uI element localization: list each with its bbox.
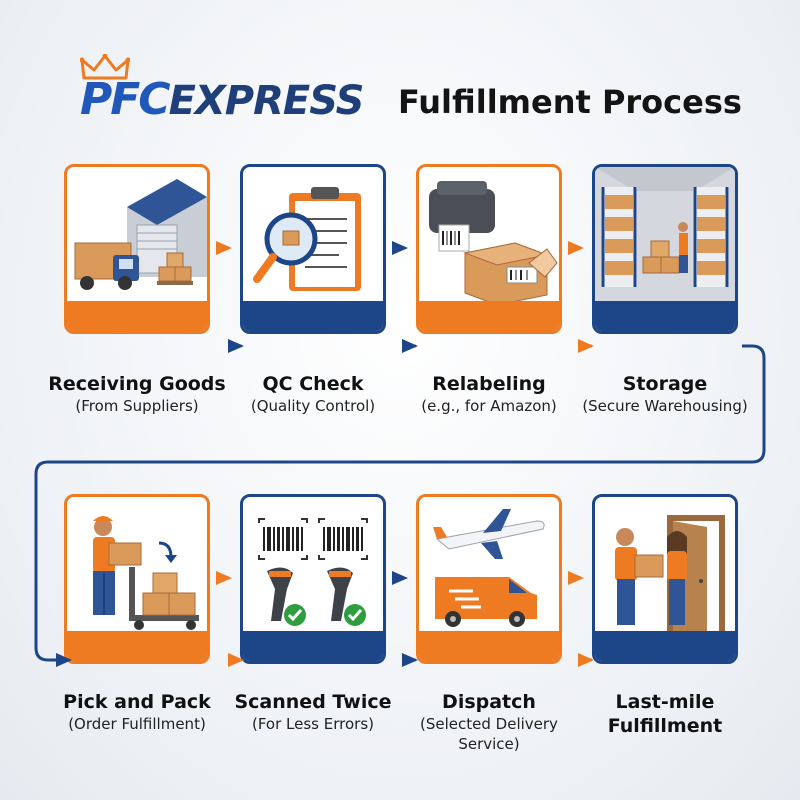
step-subtitle: (Secure Warehousing) (582, 397, 748, 415)
step-card-last-mile (592, 494, 738, 664)
step-arrow (56, 653, 72, 667)
header: PFCEXPRESS Fulfillment Process (0, 40, 800, 124)
step-subtitle: (For Less Errors) (251, 715, 374, 733)
warehouse-truck-icon (67, 179, 207, 331)
worker-cart-icon (67, 516, 207, 661)
step-arrow (568, 571, 584, 585)
step-arrow (216, 571, 232, 585)
brand-logo: PFCEXPRESS (80, 74, 365, 125)
step-subtitle: (Selected Delivery Service) (420, 715, 558, 753)
step-card-relabeling (416, 164, 562, 334)
step-arrow (228, 653, 244, 667)
step-label: Pick and Pack (Order Fulfillment) (42, 690, 232, 734)
step-arrow (578, 653, 594, 667)
step-card-scanned-twice (240, 494, 386, 664)
brand-logo-pfc: PFC (80, 74, 171, 125)
step-title: Relabeling (432, 373, 546, 395)
step-label: Scanned Twice (For Less Errors) (218, 690, 408, 734)
step-title: Dispatch (442, 691, 536, 713)
warehouse-shelves-icon (595, 167, 735, 331)
step-arrow (228, 339, 244, 353)
step-title: Scanned Twice (234, 691, 392, 713)
step-arrow (392, 241, 408, 255)
step-label: Dispatch (Selected Delivery Service) (394, 690, 584, 754)
step-arrow (402, 339, 418, 353)
brand-logo-express: EXPRESS (168, 78, 365, 124)
step-card-pick-and-pack (64, 494, 210, 664)
step-label: Storage (Secure Warehousing) (570, 372, 760, 416)
plane-van-icon (419, 509, 559, 661)
step-label: QC Check (Quality Control) (218, 372, 408, 416)
step-arrow (216, 241, 232, 255)
step-arrow (402, 653, 418, 667)
step-arrow (578, 339, 594, 353)
clipboard-magnifier-icon (243, 187, 383, 331)
step-title: Last-mile Fulfillment (607, 691, 723, 737)
step-card-dispatch (416, 494, 562, 664)
step-arrow (392, 571, 408, 585)
step-card-qc-check (240, 164, 386, 334)
label-printer-icon (419, 181, 559, 331)
step-card-receiving-goods (64, 164, 210, 334)
step-label: Last-mile Fulfillment (570, 690, 760, 738)
step-title: Storage (622, 373, 708, 395)
step-subtitle: (e.g., for Amazon) (421, 397, 557, 415)
step-label: Relabeling (e.g., for Amazon) (394, 372, 584, 416)
step-subtitle: (Order Fulfillment) (68, 715, 206, 733)
step-card-storage (592, 164, 738, 334)
step-label: Receiving Goods (From Suppliers) (42, 372, 232, 416)
step-title: Receiving Goods (48, 373, 226, 395)
step-title: Pick and Pack (63, 691, 211, 713)
barcode-scanner-icon (243, 518, 383, 661)
step-subtitle: (From Suppliers) (75, 397, 199, 415)
step-arrow (568, 241, 584, 255)
page-title: Fulfillment Process (398, 83, 742, 121)
step-subtitle: (Quality Control) (250, 397, 376, 415)
package-handover-icon (595, 515, 735, 661)
step-title: QC Check (262, 373, 364, 395)
crown-logo-icon (80, 54, 130, 80)
